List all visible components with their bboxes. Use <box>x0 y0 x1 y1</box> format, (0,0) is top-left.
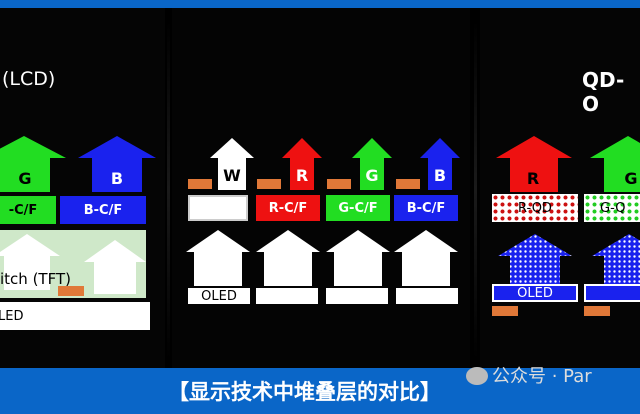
green-pixel-house-icon <box>0 136 66 192</box>
watermark-text: 公众号 · Par <box>492 366 592 387</box>
green-pixel-house-icon <box>590 136 640 192</box>
blue-subpixel-house-icon <box>498 234 572 290</box>
blue-oled-layer: OLED <box>492 284 578 302</box>
blue-color-filter: B-C/F <box>60 196 146 224</box>
qd-oled-title: QD-O <box>582 68 625 116</box>
oled-layer-segment <box>326 288 388 304</box>
white-subpixel-house-icon <box>394 230 458 286</box>
figure-caption: 【显示技术中堆叠层的对比】 <box>168 380 441 404</box>
blue-subpixel-house-icon <box>592 234 640 290</box>
orange-contact <box>492 306 518 316</box>
panel-divider <box>167 20 170 360</box>
white-color-filter <box>188 195 248 221</box>
red-house-label: R <box>295 165 309 185</box>
oled-panel: W R G B R-C/F G-C/F B-C/F OLED <box>172 8 470 368</box>
green-quantum-dot-layer: G-Q <box>584 194 640 222</box>
wechat-icon <box>466 367 488 385</box>
green-pixel-house-icon <box>352 138 392 190</box>
blue-house-label: B <box>110 168 124 188</box>
green-house-label: G <box>365 165 379 185</box>
tft-contact <box>58 286 84 296</box>
qd-oled-panel: QD-O R G R-QD G-Q OLED <box>480 8 640 368</box>
blue-pixel-house-icon <box>78 136 156 192</box>
red-house-label: R <box>526 168 540 188</box>
green-house-label: G <box>624 168 638 188</box>
white-subpixel-house-icon <box>326 230 390 286</box>
blue-color-filter: B-C/F <box>394 195 458 221</box>
caption-bar <box>0 368 640 414</box>
lcd-title: (LCD) <box>2 68 56 90</box>
green-color-filter: G-C/F <box>326 195 390 221</box>
oled-layer-segment <box>256 288 318 304</box>
orange-contact <box>584 306 610 316</box>
top-bar <box>0 0 640 8</box>
blue-pixel-house-icon <box>420 138 460 190</box>
green-color-filter: -C/F <box>0 196 56 224</box>
orange-contact <box>188 179 212 189</box>
tft-label: itch (TFT) <box>0 270 71 288</box>
orange-contact <box>327 179 351 189</box>
white-subpixel-house-icon <box>256 230 320 286</box>
white-house-icon <box>0 234 60 290</box>
red-pixel-house-icon <box>496 136 572 192</box>
panel-divider <box>474 20 477 360</box>
oled-layer: OLED <box>188 288 250 304</box>
red-quantum-dot-layer: R-QD <box>492 194 578 222</box>
blue-oled-layer-segment <box>584 284 640 302</box>
blue-house-label: B <box>433 165 447 185</box>
oled-layer-segment <box>396 288 458 304</box>
led-backlight: LED <box>0 302 150 330</box>
white-pixel-house-icon <box>210 138 254 190</box>
green-house-label: G <box>18 168 32 188</box>
watermark: 公众号 · Par <box>466 362 592 388</box>
white-subpixel-house-icon <box>186 230 250 286</box>
red-color-filter: R-C/F <box>256 195 320 221</box>
orange-contact <box>257 179 281 189</box>
lcd-panel: (LCD) G B -C/F B-C/F itch (TFT) LED <box>0 8 165 368</box>
white-house-label: W <box>223 165 241 185</box>
orange-contact <box>396 179 420 189</box>
white-house-icon <box>84 240 146 294</box>
red-pixel-house-icon <box>282 138 322 190</box>
